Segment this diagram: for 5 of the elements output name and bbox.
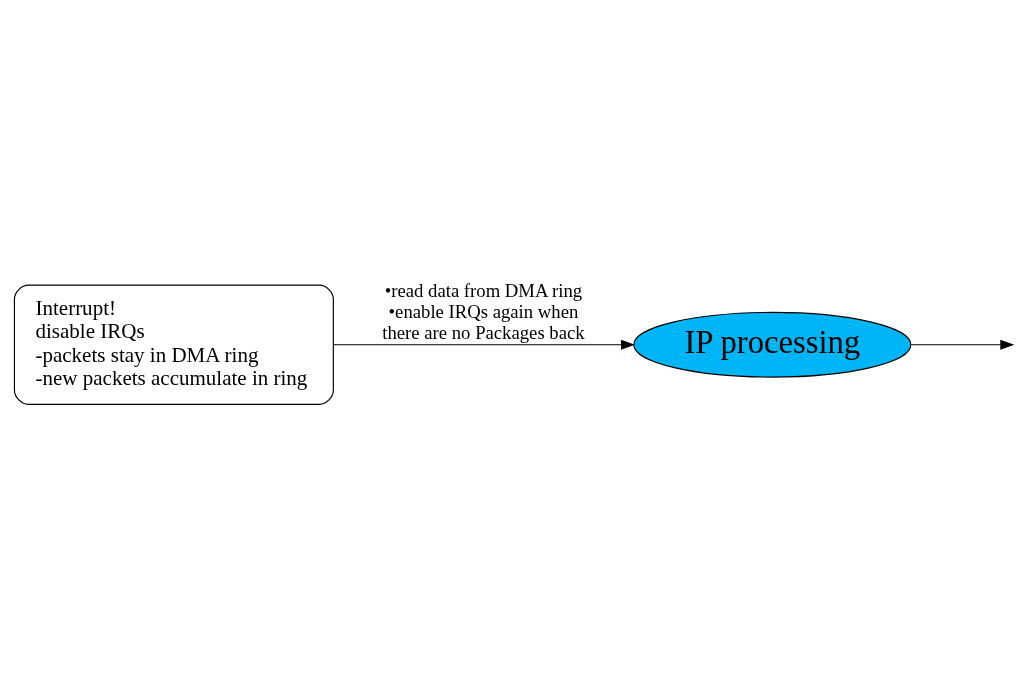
node-ellipse: IP processing: [633, 311, 912, 378]
arrow: [333, 339, 635, 350]
edge-label: •read data from DMA ring •enable IRQs again when there are no Packages back: [382, 279, 585, 343]
node-box: Interrupt! disable IRQs -packets stay in DMA ring -new packets accumulate in ring: [13, 284, 334, 405]
arrow: [910, 339, 1015, 350]
